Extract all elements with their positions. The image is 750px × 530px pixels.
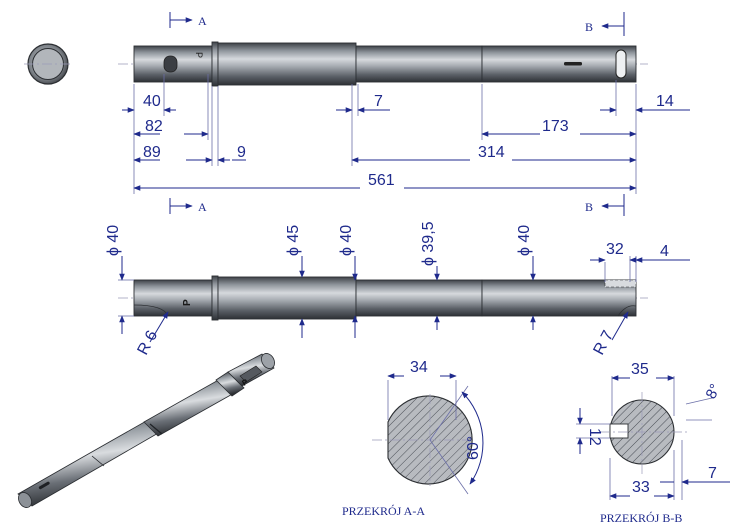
section-marks-bottom: A B	[169, 194, 625, 216]
side-view-shaft: P	[118, 275, 648, 321]
section-b-offset-7: 7	[708, 465, 717, 482]
section-marks-top: A B	[169, 12, 625, 36]
radius-7: R 7	[591, 328, 618, 358]
dia-40-second: ϕ 40	[338, 225, 355, 256]
top-stamp-p: P	[194, 52, 204, 58]
side-stamp-p: P	[182, 299, 193, 306]
section-b-b: 35 8° 12 33 7 PRZEKRÓJ B-B	[576, 361, 730, 525]
section-b-title: PRZEKRÓJ B-B	[600, 511, 682, 525]
section-mark-a-top: A	[198, 14, 207, 28]
section-mark-a-bottom: A	[198, 200, 207, 214]
dim-89: 89	[143, 144, 161, 161]
section-b-depth-12: 12	[586, 428, 603, 446]
dim-32: 32	[606, 241, 624, 258]
iso-stamp-p: P	[241, 377, 251, 388]
dia-45: ϕ 45	[285, 225, 302, 256]
dim-9: 9	[237, 144, 246, 161]
section-a-a: 34 60° PRZEKRÓJ A-A	[342, 359, 484, 518]
section-mark-b-top: B	[585, 20, 593, 34]
section-b-width-35: 35	[631, 361, 649, 378]
section-a-width-34: 34	[410, 359, 428, 376]
section-a-angle-60: 60°	[465, 436, 482, 460]
dim-173: 173	[542, 118, 569, 135]
dimensions-top: 40 82 89 9 7 173 14 314 561	[122, 93, 690, 191]
dia-40-third: ϕ 40	[516, 225, 533, 256]
dim-314: 314	[478, 144, 505, 161]
top-view-shaft: P	[118, 41, 648, 87]
dim-14: 14	[656, 93, 674, 110]
dim-4: 4	[660, 243, 669, 260]
section-b-bottom-33: 33	[632, 479, 650, 496]
end-view	[24, 43, 72, 85]
dim-7-top: 7	[374, 93, 383, 110]
dim-82: 82	[145, 118, 163, 135]
dia-40-first: ϕ 40	[105, 225, 122, 256]
dim-561: 561	[368, 172, 395, 189]
section-b-angle-8: 8°	[703, 381, 725, 402]
dim-40-top: 40	[143, 93, 161, 110]
section-a-title: PRZEKRÓJ A-A	[342, 504, 425, 518]
dia-39-5: ϕ 39,5	[420, 221, 437, 266]
radius-6: R 6	[135, 328, 162, 358]
isometric-shaft: P	[17, 353, 275, 508]
section-mark-b-bottom: B	[585, 200, 593, 214]
